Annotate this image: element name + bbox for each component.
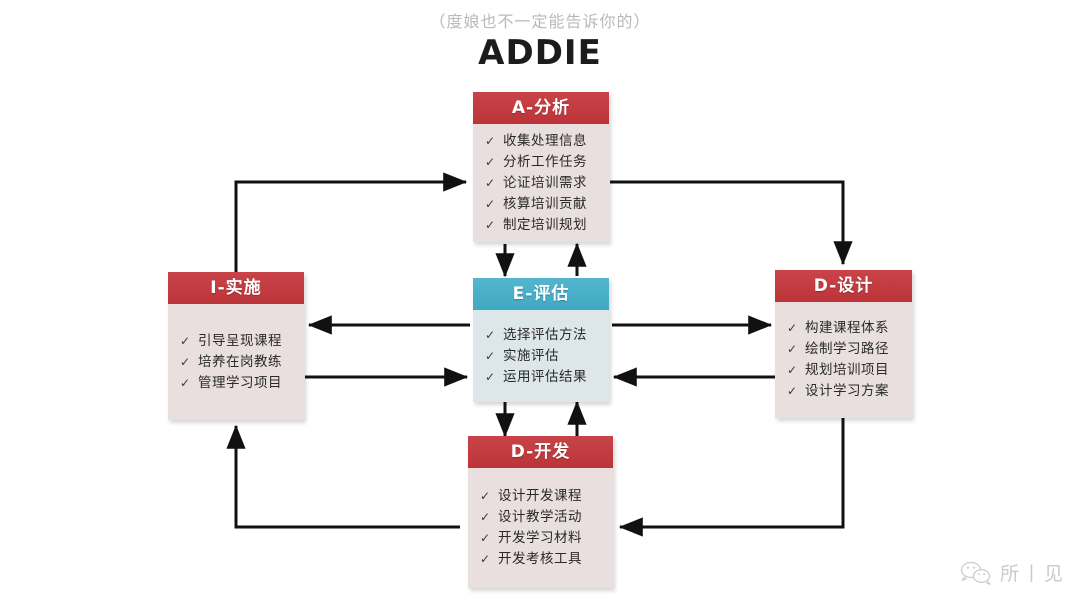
arrow-analysis-to-design [610, 180, 853, 266]
list-item: ✓ 开发考核工具 [468, 549, 613, 570]
check-icon: ✓ [787, 384, 798, 398]
arrow-implement-to-analysis [234, 172, 468, 272]
list-item-label: 引导呈现课程 [198, 332, 282, 349]
watermark-label: 所丨见 [999, 563, 1066, 585]
check-icon: ✓ [480, 531, 491, 545]
list-item: ✓ 收集处理信息 [473, 131, 609, 152]
check-icon: ✓ [180, 375, 191, 390]
list-item-label: 收集处理信息 [503, 132, 587, 149]
check-icon: ✓ [485, 154, 496, 169]
list-item: ✓ 构建课程体系 [775, 318, 912, 339]
list-item-label: 构建课程体系 [805, 320, 889, 336]
list-item-label: 实施评估 [503, 347, 559, 364]
list-item-label: 培养在岗教练 [198, 353, 282, 370]
check-icon: ✓ [485, 175, 496, 190]
list-item-label: 设计开发课程 [498, 488, 582, 504]
node-analysis[interactable]: A-分析 ✓ 收集处理信息 ✓ 分析工作任务 ✓ 论证培训需求 ✓ 核算培训贡献 ✓ 制定… [473, 92, 609, 242]
watermark: 所丨见 [959, 559, 1066, 586]
node-implement[interactable]: I-实施 ✓ 引导呈现课程 ✓ 培养在岗教练 ✓ 管理学习项目 [168, 272, 304, 420]
node-evaluate[interactable]: E-评估 ✓ 选择评估方法 ✓ 实施评估 ✓ 运用评估结果 [473, 278, 609, 402]
arrow-develop-to-implement [226, 424, 460, 529]
check-icon: ✓ [485, 369, 496, 384]
check-icon: ✓ [485, 196, 496, 211]
node-analysis-body: ✓ 收集处理信息 ✓ 分析工作任务 ✓ 论证培训需求 ✓ 核算培训贡献 ✓ 制定培训规划 [473, 124, 609, 242]
list-item-label: 论证培训需求 [503, 174, 587, 191]
list-item-label: 开发学习材料 [498, 530, 582, 546]
node-evaluate-body: ✓ 选择评估方法 ✓ 实施评估 ✓ 运用评估结果 [473, 310, 609, 402]
list-item: ✓ 规划培训项目 [775, 360, 912, 381]
page-title: ADDIE [478, 33, 602, 73]
list-item: ✓ 分析工作任务 [473, 152, 609, 173]
list-item-label: 分析工作任务 [503, 153, 587, 170]
list-item-label: 开发考核工具 [498, 551, 582, 567]
list-item-label: 管理学习项目 [198, 374, 282, 391]
node-develop-body: ✓ 设计开发课程 ✓ 设计教学活动 ✓ 开发学习材料 ✓ 开发考核工具 [468, 468, 613, 588]
check-icon: ✓ [180, 354, 191, 369]
list-item: ✓ 实施评估 [473, 346, 609, 367]
list-item: ✓ 培养在岗教练 [168, 352, 304, 373]
check-icon: ✓ [485, 133, 496, 148]
page-subtitle: （度娘也不一定能告诉你的） [429, 12, 651, 31]
check-icon: ✓ [485, 327, 496, 342]
list-item: ✓ 绘制学习路径 [775, 339, 912, 360]
node-develop-title: D-开发 [468, 436, 613, 468]
list-item-label: 核算培训贡献 [503, 195, 587, 212]
node-implement-title: I-实施 [168, 272, 304, 304]
list-item: ✓ 设计教学活动 [468, 507, 613, 528]
check-icon: ✓ [787, 363, 798, 377]
list-item-label: 设计教学活动 [498, 509, 582, 525]
check-icon: ✓ [180, 333, 191, 348]
list-item: ✓ 引导呈现课程 [168, 331, 304, 352]
check-icon: ✓ [480, 552, 491, 566]
list-item-label: 规划培训项目 [805, 362, 889, 378]
list-item-label: 制定培训规划 [503, 216, 587, 233]
wechat-icon [960, 561, 991, 585]
node-design-body: ✓ 构建课程体系 ✓ 绘制学习路径 ✓ 规划培训项目 ✓ 设计学习方案 [775, 302, 912, 418]
arrow-design-to-develop [618, 418, 845, 537]
list-item: ✓ 开发学习材料 [468, 528, 613, 549]
list-item: ✓ 制定培训规划 [473, 215, 609, 236]
node-analysis-title: A-分析 [473, 92, 609, 124]
node-implement-body: ✓ 引导呈现课程 ✓ 培养在岗教练 ✓ 管理学习项目 [168, 304, 304, 420]
list-item: ✓ 运用评估结果 [473, 367, 609, 388]
check-icon: ✓ [480, 489, 491, 503]
check-icon: ✓ [485, 217, 496, 232]
node-design[interactable]: D-设计 ✓ 构建课程体系 ✓ 绘制学习路径 ✓ 规划培训项目 ✓ 设计学习方案 [775, 270, 912, 418]
check-icon: ✓ [480, 510, 491, 524]
list-item: ✓ 核算培训贡献 [473, 194, 609, 215]
node-evaluate-title: E-评估 [473, 278, 609, 310]
list-item: ✓ 论证培训需求 [473, 173, 609, 194]
list-item-label: 选择评估方法 [503, 326, 587, 343]
list-item-label: 运用评估结果 [503, 368, 587, 385]
check-icon: ✓ [787, 342, 798, 356]
list-item-label: 绘制学习路径 [805, 341, 889, 357]
list-item: ✓ 选择评估方法 [473, 325, 609, 346]
check-icon: ✓ [787, 321, 798, 335]
list-item: ✓ 管理学习项目 [168, 373, 304, 394]
check-icon: ✓ [485, 348, 496, 363]
node-develop[interactable]: D-开发 ✓ 设计开发课程 ✓ 设计教学活动 ✓ 开发学习材料 ✓ 开发考核工具 [468, 436, 613, 588]
node-design-title: D-设计 [775, 270, 912, 302]
list-item: ✓ 设计学习方案 [775, 381, 912, 402]
list-item-label: 设计学习方案 [805, 383, 889, 399]
list-item: ✓ 设计开发课程 [468, 486, 613, 507]
